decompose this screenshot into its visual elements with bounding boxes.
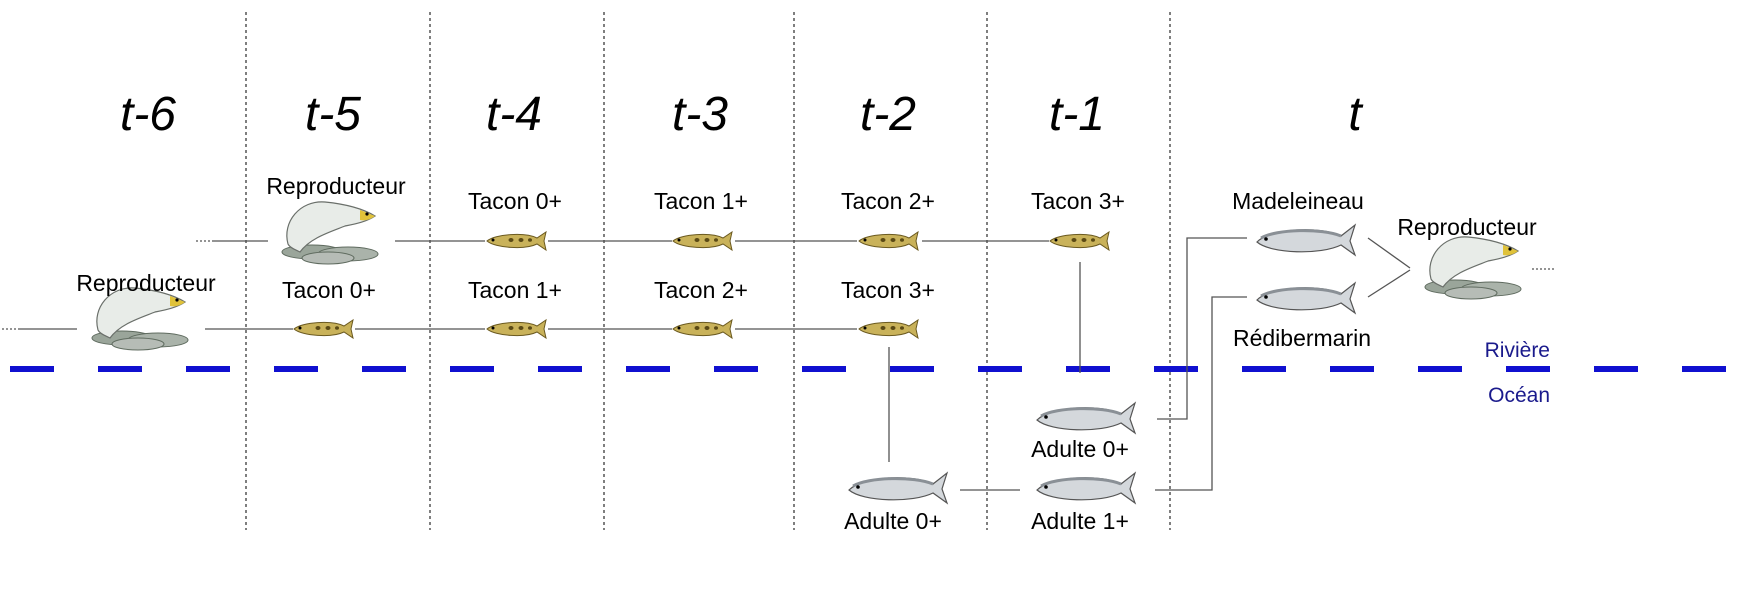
salmon-icon xyxy=(1035,471,1137,505)
period-label: t-4 xyxy=(486,88,542,141)
period-separators xyxy=(245,12,1171,530)
tacon-label: Tacon 1+ xyxy=(654,188,748,214)
period-label: t xyxy=(1348,88,1363,141)
tacon-label: Tacon 0+ xyxy=(468,188,562,214)
tacon-label: Tacon 0+ xyxy=(282,277,376,303)
spawner-icon xyxy=(91,287,189,351)
parr-icon xyxy=(486,319,547,339)
redibermarin-label: Rédibermarin xyxy=(1233,325,1371,351)
period-label: t-6 xyxy=(120,88,176,141)
salmon-icon xyxy=(847,471,949,505)
lineage-lines xyxy=(18,237,1411,491)
period-label: t-3 xyxy=(672,88,728,141)
tacon-label: Tacon 3+ xyxy=(1031,188,1125,214)
period-label: t-2 xyxy=(860,88,916,141)
period-label: t-1 xyxy=(1049,88,1105,141)
adulte-label: Adulte 0+ xyxy=(844,508,942,534)
salmon-icon xyxy=(1255,281,1357,315)
parr-icon xyxy=(486,231,547,251)
continuation-dots xyxy=(2,240,1556,330)
parr-icon xyxy=(1049,231,1110,251)
reproducteur-label: Reproducteur xyxy=(266,173,406,199)
salmon-icon xyxy=(1255,223,1357,257)
madeleineau-label: Madeleineau xyxy=(1232,188,1364,214)
adulte-label: Adulte 1+ xyxy=(1031,508,1129,534)
salmon-icon xyxy=(1035,401,1137,435)
river-label: Rivière xyxy=(1485,339,1550,362)
stage-labels: Reproducteur Reproducteur Reproducteur T… xyxy=(76,173,1537,534)
ocean-label: Océan xyxy=(1488,384,1550,407)
tacon-label: Tacon 3+ xyxy=(841,277,935,303)
reproducteur-label: Reproducteur xyxy=(76,270,216,296)
parr-icon xyxy=(293,319,354,339)
parr-icon xyxy=(858,319,919,339)
tacon-label: Tacon 2+ xyxy=(654,277,748,303)
parr-icon xyxy=(672,319,733,339)
period-label: t-5 xyxy=(305,88,361,141)
tacon-label: Tacon 2+ xyxy=(841,188,935,214)
adulte-label: Adulte 0+ xyxy=(1031,436,1129,462)
parr-icon xyxy=(672,231,733,251)
period-headings: t-6 t-5 t-4 t-3 t-2 t-1 t xyxy=(120,88,1363,141)
spawner-icon xyxy=(281,201,379,265)
tacon-label: Tacon 1+ xyxy=(468,277,562,303)
spawner-icon xyxy=(1424,236,1522,300)
reproducteur-label: Reproducteur xyxy=(1397,214,1537,240)
parr-icon xyxy=(858,231,919,251)
